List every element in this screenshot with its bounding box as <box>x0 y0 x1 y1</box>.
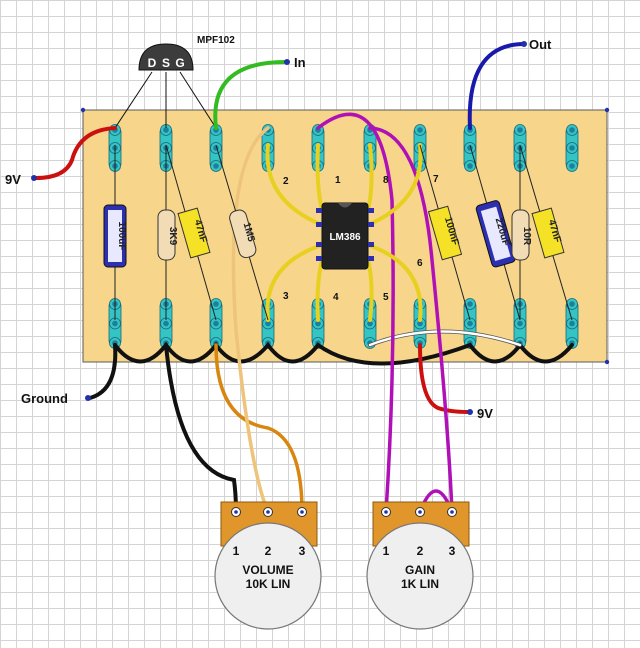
ground-label: Ground <box>21 391 68 406</box>
transistor-pin-g: G <box>175 56 184 70</box>
eyelet-hole <box>569 301 575 307</box>
cap-220uF: 220uF <box>475 200 516 268</box>
transistor-pin-d: D <box>148 56 157 70</box>
cap-100uF: 100uF <box>103 204 127 268</box>
input-wire <box>213 60 287 130</box>
volume-lug3-wire <box>214 343 304 514</box>
ground-bus-wire <box>113 341 574 366</box>
gain-lug1-wire <box>316 112 395 514</box>
eyelet-hole <box>467 301 473 307</box>
volume-pin-3: 3 <box>299 544 306 558</box>
output-wire <box>467 42 524 130</box>
ic-lead-5 <box>366 258 374 322</box>
svg-text:3: 3 <box>283 291 289 302</box>
ic-label: LM386 <box>329 232 361 243</box>
input-label: In <box>294 55 306 70</box>
transistor-model: MPF102 <box>197 35 235 46</box>
res-3k9: 3K9 <box>157 209 178 261</box>
eyelet-hole <box>517 320 523 327</box>
svg-text:1: 1 <box>335 175 341 186</box>
res-1m5: 1M5 <box>229 209 257 259</box>
ic-lead-7 <box>366 143 423 227</box>
transistor-pin-s: S <box>162 56 170 70</box>
eyelet-hole <box>367 320 373 327</box>
svg-text:100uF: 100uF <box>116 222 127 251</box>
eyelet-hole <box>517 127 523 133</box>
gain-lug3-wire <box>368 126 454 514</box>
wire-end-markers <box>31 41 527 415</box>
svg-text:5: 5 <box>383 292 389 303</box>
volume-pin-1: 1 <box>233 544 240 558</box>
ic-pin-numbers: 1 2 3 4 5 6 7 8 <box>283 174 439 303</box>
svg-text:10R: 10R <box>521 227 532 246</box>
power-left-wire <box>34 126 117 180</box>
ic-leads <box>265 143 423 322</box>
board-corner-dot <box>604 359 610 365</box>
gain-pin-2: 2 <box>417 544 424 558</box>
cap-47nF-a: 47nF <box>177 207 211 259</box>
ic-lead-1 <box>315 143 324 212</box>
volume-value: 10K LIN <box>246 577 291 591</box>
transistor: D S G MPF102 <box>114 35 235 129</box>
eyelet-hole <box>163 320 169 327</box>
volume-name: VOLUME <box>242 563 293 577</box>
volume-pot: 1 2 3 VOLUME 10K LIN <box>214 501 322 630</box>
eyelet-hole <box>315 320 321 327</box>
svg-text:4: 4 <box>333 292 339 303</box>
gain-value: 1K LIN <box>401 577 439 591</box>
eyelet-hole <box>213 163 219 169</box>
ground-lead-wire <box>88 343 118 400</box>
eyelet-strips <box>108 124 579 349</box>
volume-pin-2: 2 <box>265 544 272 558</box>
eyelet-hole <box>569 127 575 133</box>
ic-lm386: LM386 <box>316 202 374 270</box>
gain-pin-1: 1 <box>383 544 390 558</box>
gain-pot: 1 2 3 GAIN 1K LIN <box>366 501 474 630</box>
eyelet-hole <box>265 320 271 327</box>
transistor-body <box>138 43 194 71</box>
eyelet-hole <box>467 163 473 169</box>
svg-text:2: 2 <box>283 176 289 187</box>
ic-lead-3 <box>265 243 324 322</box>
eyelet-hole <box>213 301 219 307</box>
eyelet-hole <box>569 163 575 169</box>
ground-to-volume-wire <box>164 343 238 514</box>
eyelet-hole <box>569 320 575 327</box>
jumper-wire-core <box>368 330 522 347</box>
output-label: Out <box>529 37 552 52</box>
svg-text:8: 8 <box>383 175 389 186</box>
volume-wiper-wire <box>231 126 270 514</box>
wires <box>34 42 574 514</box>
eyelet-hole <box>569 145 575 151</box>
eyelet-hole <box>417 127 423 133</box>
svg-text:3K9: 3K9 <box>167 227 178 246</box>
res-10r: 10R <box>511 209 532 261</box>
eyelet-hole <box>467 320 473 327</box>
svg-text:6: 6 <box>417 258 423 269</box>
ic-lead-4 <box>315 258 324 322</box>
ic-lead-6 <box>366 243 423 322</box>
power-bottom-label: 9V <box>477 406 493 421</box>
power-left-label: 9V <box>5 172 21 187</box>
ic-lead-8 <box>366 143 374 212</box>
eyelet-hole <box>112 320 118 327</box>
gain-pin-3: 3 <box>449 544 456 558</box>
ic-lead-2 <box>265 143 324 227</box>
eyelet-hole <box>163 127 169 133</box>
board-corner-dot <box>80 107 86 113</box>
eyelet-hole <box>417 320 423 327</box>
power-bottom-wire <box>418 343 470 414</box>
gain-name: GAIN <box>405 563 435 577</box>
svg-text:1M5: 1M5 <box>241 221 257 243</box>
eyelet-hole <box>213 320 219 327</box>
board-corner-dot <box>604 107 610 113</box>
cap-47nF-b: 47nF <box>531 207 565 259</box>
svg-text:7: 7 <box>433 174 439 185</box>
